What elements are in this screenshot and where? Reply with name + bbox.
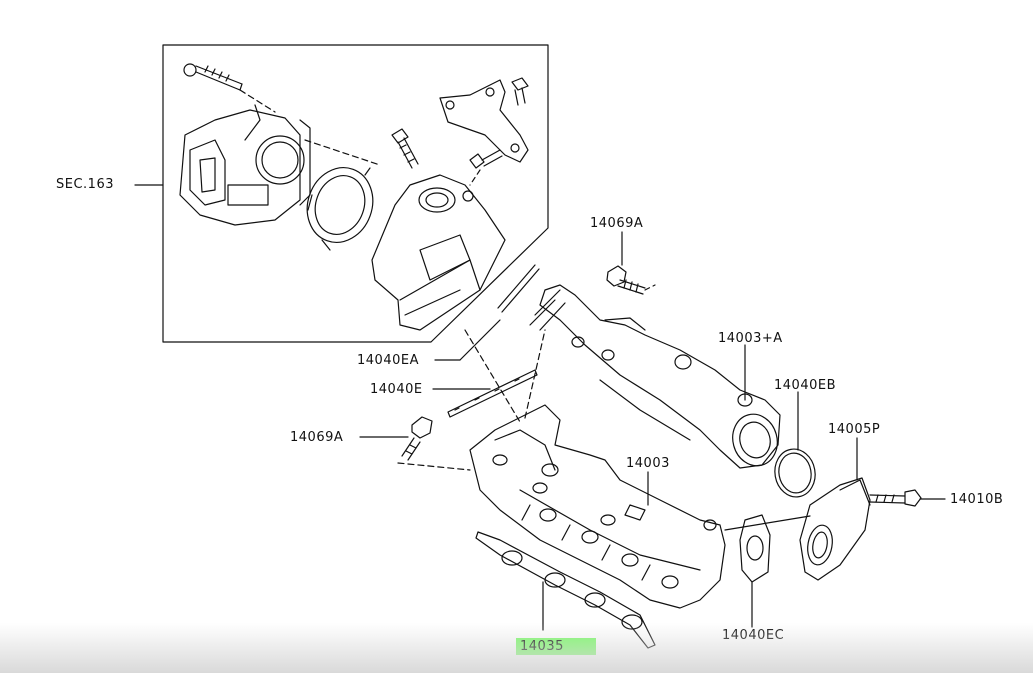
- callout-14005p[interactable]: 14005P: [828, 422, 881, 437]
- callout-14003[interactable]: 14003: [626, 456, 670, 471]
- throttle-body-part: [179, 104, 311, 226]
- gasket-part-inset: [306, 167, 374, 251]
- bolt-part-14010b: [869, 489, 922, 507]
- guide-line: [644, 284, 656, 291]
- intake-manifold-part-14003: [469, 404, 726, 609]
- guide-line: [397, 462, 471, 471]
- callout-14040ea[interactable]: 14040EA: [357, 353, 419, 368]
- inset-frame: [162, 44, 549, 343]
- callout-14069a-left[interactable]: 14069A: [290, 430, 344, 445]
- gasket-part-14040e: [447, 369, 538, 418]
- guide-line: [239, 89, 276, 113]
- guide-line: [464, 329, 521, 423]
- o-ring-part-14040eb: [774, 448, 816, 498]
- callout-14010b[interactable]: 14010B: [950, 492, 1004, 507]
- callout-sec163[interactable]: SEC.163: [56, 177, 114, 192]
- leader-line: [459, 319, 501, 361]
- callout-14003a[interactable]: 14003+A: [718, 331, 783, 346]
- intake-pipe-part-14003a: [529, 284, 781, 469]
- o-ring-part-14040ea: [497, 264, 540, 313]
- bracket-part: [439, 77, 529, 169]
- bolt-part-14069a-left: [401, 416, 433, 461]
- callout-14040eb[interactable]: 14040EB: [774, 378, 836, 393]
- bolt-part-inset: [391, 128, 419, 169]
- callout-14069a-top[interactable]: 14069A: [590, 216, 644, 231]
- guide-line: [724, 515, 811, 531]
- intake-adapter-part: [371, 174, 506, 331]
- callout-14035-highlighted[interactable]: 14035: [516, 638, 596, 655]
- guide-line: [469, 169, 481, 186]
- callout-14040ec[interactable]: 14040EC: [722, 628, 785, 643]
- flange-part-14005p: [799, 477, 871, 581]
- gasket-part-14040ec: [739, 514, 771, 583]
- bolt-part-14069a-top: [606, 265, 646, 295]
- callout-14040e[interactable]: 14040E: [370, 382, 423, 397]
- guide-line: [524, 329, 546, 419]
- bolt-part-top-left: [183, 63, 243, 91]
- guide-line: [304, 139, 381, 166]
